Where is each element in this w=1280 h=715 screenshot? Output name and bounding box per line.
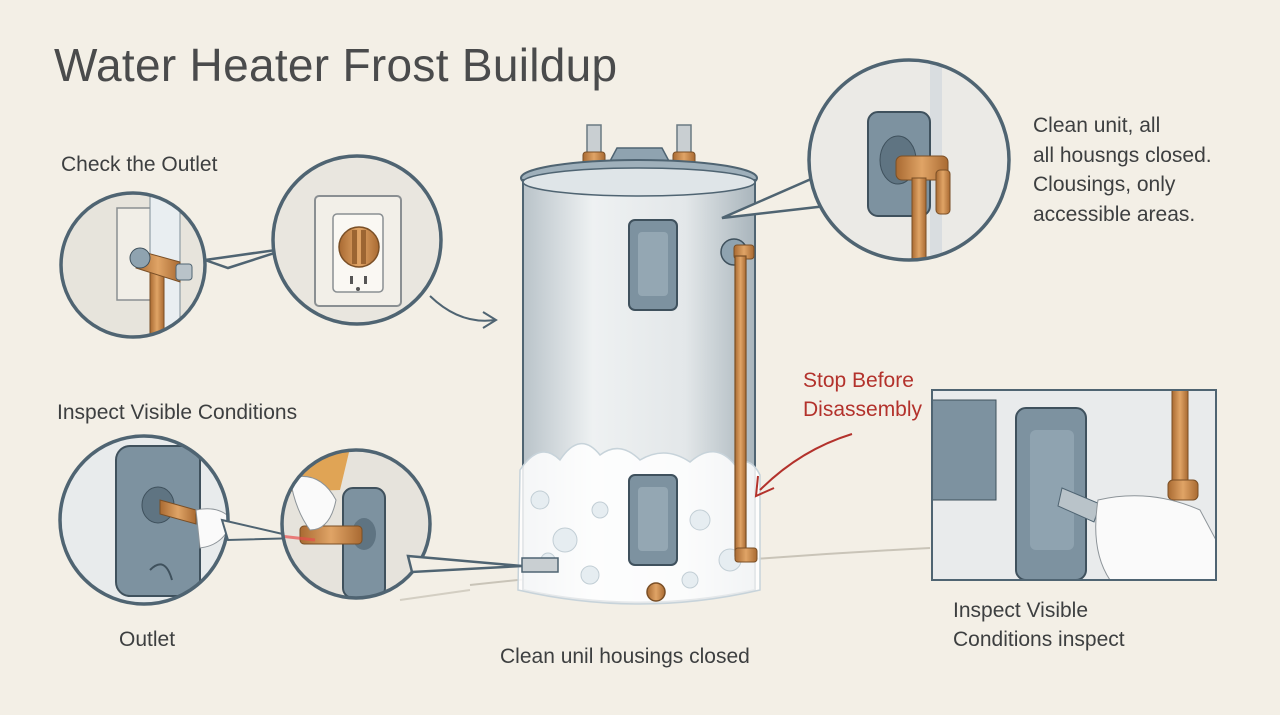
valve-inspection-callout (58, 434, 301, 606)
bottom-caption: Clean unil housings closed (500, 645, 750, 668)
relief-valve-callout (721, 58, 1011, 262)
electrical-outlet-icon (271, 154, 498, 329)
top-right-note: Clean unit, all all housngs closed. Clou… (1033, 111, 1212, 229)
top-right-note-line-2: all housngs closed. (1033, 143, 1212, 167)
page-title: Water Heater Frost Buildup (54, 39, 618, 91)
outlet-valve-callout (59, 191, 291, 339)
disassembly-warning-callout (754, 389, 1217, 581)
inspect-conditions-label: Inspect Visible Conditions (57, 401, 298, 424)
top-right-note-line-3: Clousings, only (1033, 173, 1176, 196)
water-heater-illustration (517, 124, 761, 605)
stop-warning-line-2: Disassembly (803, 398, 923, 421)
outlet-label: Outlet (119, 628, 176, 651)
top-right-note-line-1: Clean unit, all (1033, 114, 1161, 137)
bottom-right-note-line-2: Conditions inspect (953, 628, 1125, 651)
stop-warning: Stop Before Disassembly (803, 366, 922, 424)
arrow-icon (429, 295, 496, 322)
bottom-right-note: Inspect Visible Conditions inspect (953, 596, 1125, 654)
stop-warning-line-1: Stop Before (803, 369, 914, 392)
bottom-right-note-line-1: Inspect Visible (953, 599, 1089, 622)
warning-arrow (759, 433, 853, 491)
check-outlet-label: Check the Outlet (61, 153, 218, 176)
top-right-note-line-4: accessible areas. (1033, 202, 1196, 226)
